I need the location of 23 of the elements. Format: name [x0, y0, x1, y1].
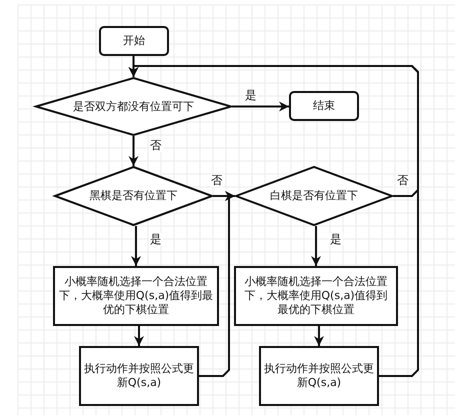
edge-label: 否 — [396, 174, 410, 187]
arrow — [213, 191, 235, 201]
arrow — [128, 136, 138, 166]
edge-label: 是 — [244, 89, 258, 102]
edge-label: 否 — [210, 174, 224, 187]
arrow — [314, 326, 324, 346]
end-box: 结束 — [289, 91, 359, 121]
edge-label: 是 — [149, 233, 163, 246]
edge-label: 否 — [149, 139, 163, 152]
start-box: 开始 — [99, 26, 169, 56]
process-box: 执行动作并按照公式更新Q(s,a) — [259, 346, 379, 406]
arrow — [232, 102, 289, 112]
decision-diamond: 是否双方都没有位置可下 — [35, 77, 232, 136]
arrow — [128, 65, 419, 377]
edge-label: 是 — [329, 233, 343, 246]
decision-diamond: 白棋是否有位置下 — [235, 166, 393, 226]
arrow — [131, 226, 141, 266]
arrow — [134, 326, 144, 346]
process-box: 执行动作并按照公式更新Q(s,a) — [79, 346, 199, 406]
process-box: 小概率随机选择一个合法位置下，大概率使用Q(s,a)值得到最优的下棋位置 — [53, 266, 219, 326]
process-box: 小概率随机选择一个合法位置下，大概率使用Q(s,a)值得到最优的下棋位置 — [234, 266, 398, 326]
arrow — [311, 226, 321, 266]
decision-diamond: 黑棋是否有位置下 — [54, 166, 213, 226]
